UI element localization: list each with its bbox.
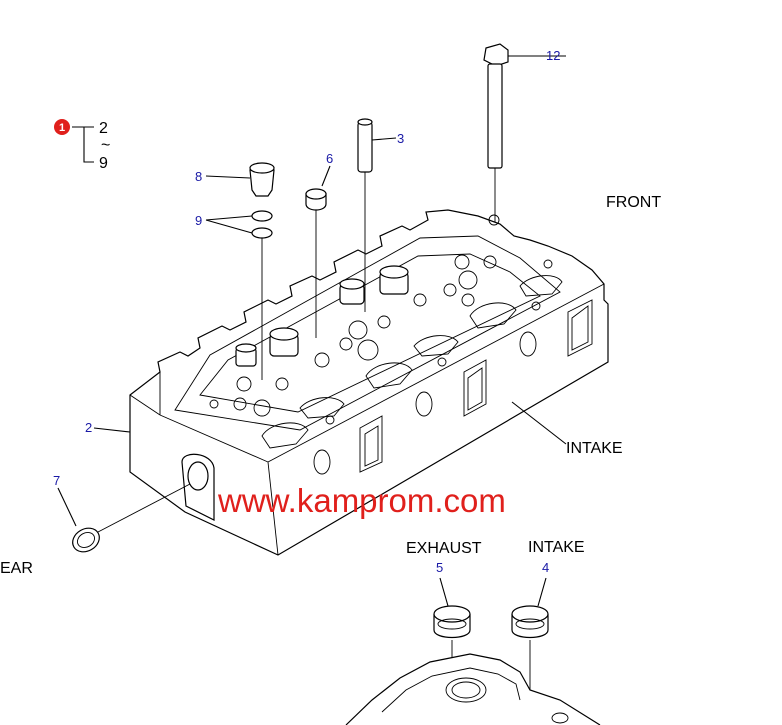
callout-5: 5 — [436, 560, 443, 575]
callout-12: 12 — [546, 48, 560, 63]
range-start: 2 — [99, 120, 108, 137]
watermark: www.kamprom.com — [217, 482, 506, 519]
label-rear: EAR — [0, 560, 33, 577]
label-exhaust: EXHAUST — [406, 540, 482, 557]
callout-3: 3 — [397, 131, 404, 146]
rear-plug-part — [72, 483, 191, 553]
exhaust-valve-seat-part — [433, 605, 471, 725]
leader-lines — [57, 55, 567, 607]
callout-2: 2 — [85, 420, 92, 435]
index-marker: 1 — [54, 119, 70, 135]
callout-6: 6 — [326, 151, 333, 166]
head-gasket-part — [345, 653, 601, 725]
label-front: FRONT — [606, 194, 661, 211]
cylinder-head-body — [129, 209, 609, 556]
callout-4: 4 — [542, 560, 549, 575]
label-intake-side: INTAKE — [566, 440, 623, 457]
index-marker-number: 1 — [59, 122, 65, 134]
intake-valve-seat-part — [511, 605, 549, 725]
head-bolt-part — [483, 43, 509, 222]
label-intake-seat: INTAKE — [528, 539, 585, 556]
callout-8: 8 — [195, 169, 202, 184]
plug-part — [305, 188, 327, 338]
callout-7: 7 — [53, 473, 60, 488]
range-end: 9 — [99, 155, 108, 172]
range-separator: ~ — [101, 137, 110, 154]
nozzle-sleeve-part — [249, 162, 275, 197]
valve-guide-part — [357, 118, 373, 312]
callout-9: 9 — [195, 213, 202, 228]
